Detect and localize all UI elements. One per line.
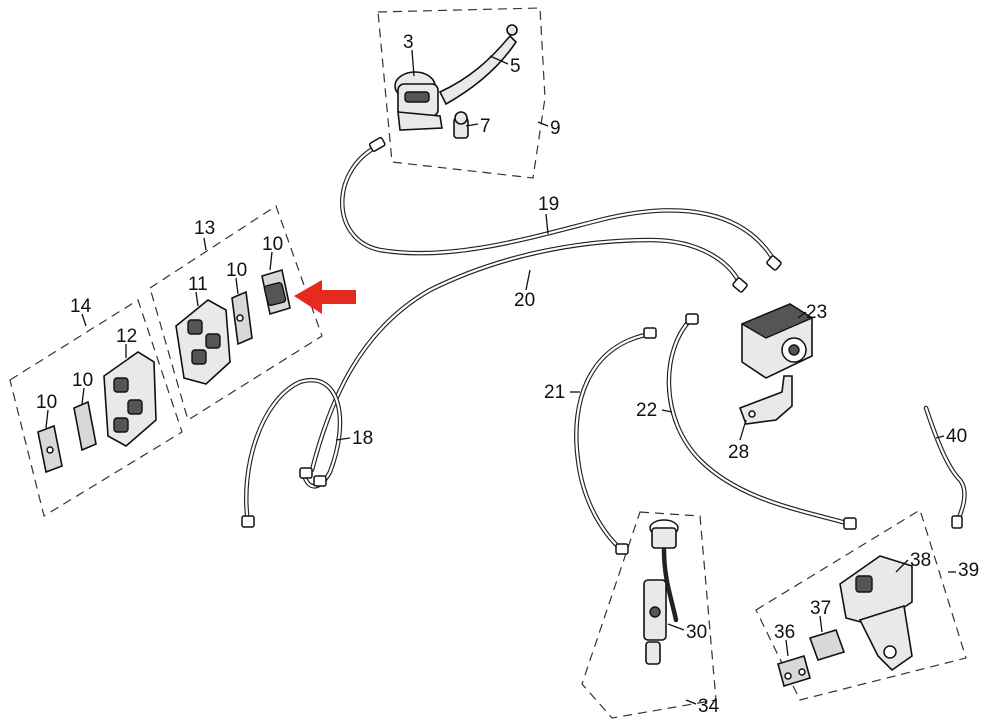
brake-pad-10-group14-a bbox=[73, 400, 97, 452]
callout-21: 21 bbox=[544, 382, 565, 403]
front-master-cylinder bbox=[394, 24, 518, 139]
callout-3: 3 bbox=[403, 32, 414, 53]
group-34-outline bbox=[581, 511, 717, 719]
highlight-arrow bbox=[294, 280, 356, 314]
group-39-outline bbox=[755, 509, 967, 701]
hose-20 bbox=[309, 237, 743, 473]
caliper-12 bbox=[103, 351, 157, 447]
brake-pad-10-group14-b bbox=[37, 424, 63, 474]
group-13-outline bbox=[149, 205, 323, 421]
hoses bbox=[241, 137, 967, 555]
abs-bracket-28 bbox=[738, 375, 793, 425]
callout-23: 23 bbox=[806, 302, 827, 323]
callout-30: 30 bbox=[686, 622, 707, 643]
callout-18: 18 bbox=[352, 428, 373, 449]
callout-34: 34 bbox=[698, 696, 720, 717]
group-outlines bbox=[9, 7, 967, 719]
callout-22: 22 bbox=[636, 400, 657, 421]
group-14-outline bbox=[9, 299, 183, 517]
callout-37: 37 bbox=[810, 598, 831, 619]
callout-20: 20 bbox=[514, 290, 535, 311]
caliper-11 bbox=[175, 299, 231, 385]
callout-14: 14 bbox=[70, 296, 92, 317]
rear-caliper-38 bbox=[839, 555, 913, 672]
callout-10-group13-right: 10 bbox=[262, 234, 283, 255]
callout-7: 7 bbox=[480, 116, 491, 137]
callout-13: 13 bbox=[194, 218, 215, 239]
callout-5: 5 bbox=[510, 56, 521, 77]
callout-40: 40 bbox=[946, 426, 967, 447]
hose-21 bbox=[574, 331, 653, 553]
callout-11: 11 bbox=[188, 274, 208, 295]
hose-18 bbox=[244, 378, 343, 525]
callout-39: 39 bbox=[958, 560, 979, 581]
callout-labels: 3 5 7 9 13 10 11 10 14 12 10 10 18 19 20… bbox=[36, 32, 979, 717]
callout-28: 28 bbox=[728, 442, 749, 463]
callout-38: 38 bbox=[910, 550, 931, 571]
callout-9: 9 bbox=[550, 118, 561, 139]
callout-12: 12 bbox=[116, 326, 137, 347]
callout-10-group13-left: 10 bbox=[226, 260, 247, 281]
rear-brake-pad-36 bbox=[777, 654, 811, 688]
rear-brake-pad-37 bbox=[808, 629, 846, 661]
brake-pad-10-group13-b-highlighted bbox=[261, 268, 291, 316]
callout-10-group14-left: 10 bbox=[36, 392, 57, 413]
group-9-outline bbox=[377, 7, 546, 179]
leader-lines bbox=[45, 49, 956, 705]
callout-10-group14-right: 10 bbox=[72, 370, 93, 391]
brake-pad-10-group13-a bbox=[231, 290, 253, 346]
callout-19: 19 bbox=[538, 194, 559, 215]
callout-36: 36 bbox=[774, 622, 795, 643]
rear-master-cylinder-30 bbox=[643, 519, 679, 665]
abs-modulator-23 bbox=[740, 303, 814, 379]
